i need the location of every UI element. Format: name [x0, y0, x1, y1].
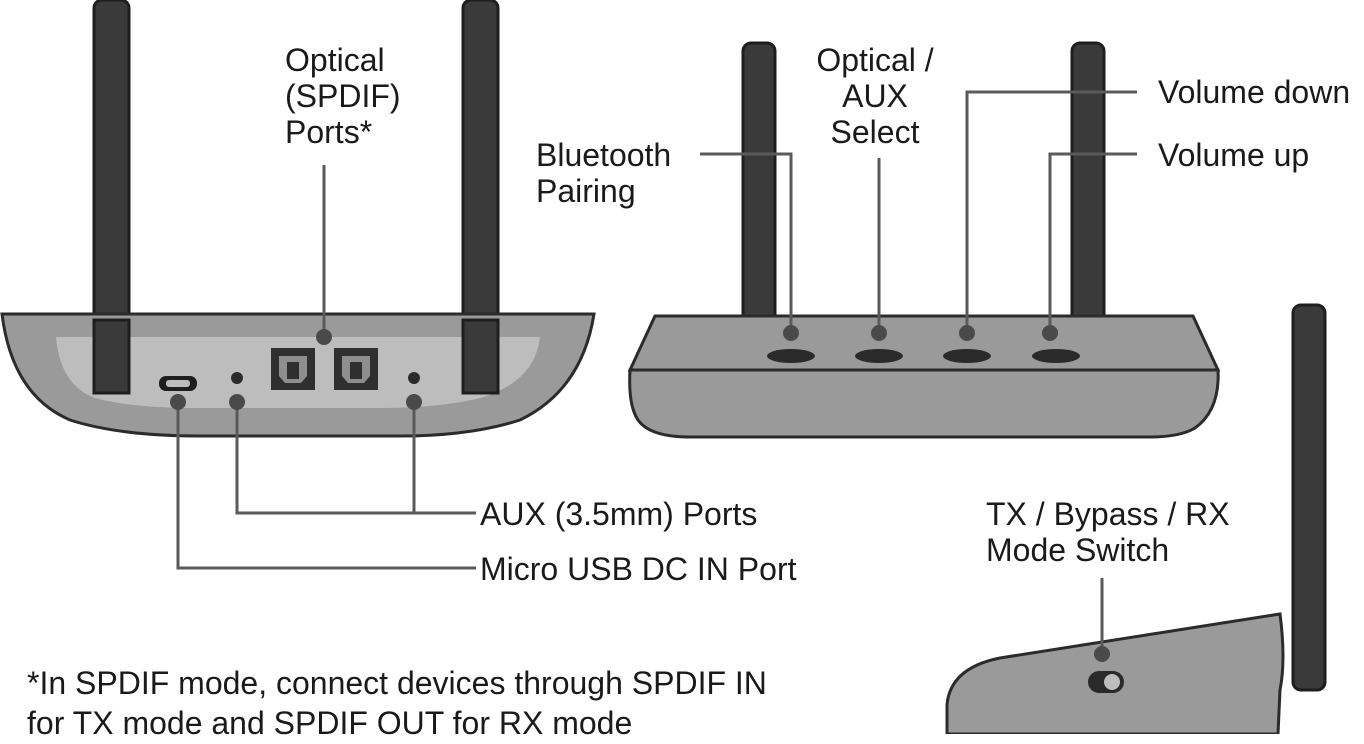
top-leader-dots	[783, 325, 1058, 341]
optical-spdif-label: Optical (SPDIF) Ports*	[285, 42, 401, 150]
bluetooth-pairing-line1: Bluetooth	[536, 137, 672, 173]
bluetooth-pairing-label: Bluetooth Pairing	[536, 137, 671, 209]
top-leaders	[700, 90, 1137, 333]
top-front-body	[628, 368, 1220, 439]
rear-view-device	[0, 0, 596, 438]
footnote-line1: *In SPDIF mode, connect devices through …	[27, 665, 767, 701]
right-antenna-base	[461, 318, 500, 395]
aux-ports-label: AUX (3.5mm) Ports	[480, 496, 758, 532]
left-antenna-base	[92, 318, 131, 395]
optical-aux-select-label: Optical / AUX Select	[800, 42, 950, 150]
optical-aux-select-line1: Optical /	[816, 42, 934, 78]
optical-aux-select-line3: Select	[830, 114, 920, 150]
optical-spdif-line3: Ports*	[285, 114, 373, 150]
aux-port-left	[231, 372, 243, 384]
optical-port-out	[334, 348, 378, 390]
volume-up-button	[1032, 349, 1080, 363]
optical-port-in	[271, 348, 315, 390]
top-right-antenna	[1070, 41, 1106, 335]
volume-down-button	[943, 349, 991, 363]
optical-spdif-line2: (SPDIF)	[285, 78, 401, 114]
optical-spdif-line1: Optical	[285, 42, 385, 78]
optical-aux-select-line2: AUX	[842, 78, 908, 114]
top-face	[627, 314, 1221, 372]
side-antenna	[1291, 303, 1327, 692]
top-view-device	[627, 41, 1221, 439]
volume-up-label: Volume up	[1158, 137, 1310, 173]
optical-aux-select-button	[855, 349, 903, 363]
mode-switch-line1: TX / Bypass / RX	[986, 496, 1230, 532]
top-left-antenna	[741, 41, 777, 335]
micro-usb-label: Micro USB DC IN Port	[480, 551, 797, 587]
rear-leaders	[176, 165, 476, 570]
footnote-line2: for TX mode and SPDIF OUT for RX mode	[27, 705, 633, 741]
side-view-device	[945, 303, 1327, 734]
side-leader-dot	[1094, 646, 1110, 662]
footnote: *In SPDIF mode, connect devices through …	[27, 662, 767, 744]
bluetooth-pairing-line2: Pairing	[536, 173, 636, 209]
rear-leader-dots	[170, 329, 422, 410]
volume-down-label: Volume down	[1158, 74, 1351, 110]
mode-switch-label: TX / Bypass / RX Mode Switch	[986, 496, 1230, 568]
aux-port-right	[408, 372, 420, 384]
mode-switch-line2: Mode Switch	[986, 532, 1170, 568]
bluetooth-pairing-button	[767, 349, 815, 363]
